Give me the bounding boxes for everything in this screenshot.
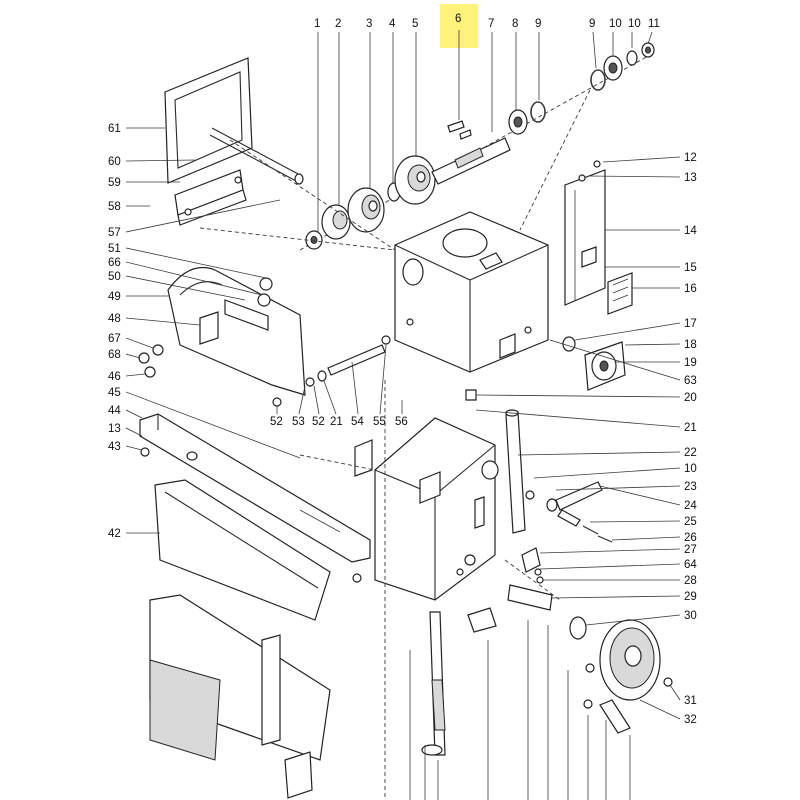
left-callouts: 61 60 59 58 57 51 66 50 49 48 67 68 46 4… (108, 123, 301, 540)
callout-67: 67 (108, 333, 121, 345)
callout-30: 30 (684, 610, 697, 622)
callout-11: 11 (648, 18, 660, 30)
callout-10b: 10 (684, 463, 697, 475)
column-post (505, 409, 526, 534)
callout-15: 15 (684, 262, 697, 274)
callout-57: 57 (108, 227, 121, 239)
callout-12: 12 (684, 152, 697, 164)
callout-3: 3 (366, 18, 372, 30)
middle-callouts: 52 53 52 21 54 55 56 (270, 344, 408, 428)
callout-7: 7 (488, 18, 494, 30)
top-leaders (317, 30, 653, 232)
callout-55: 55 (373, 416, 386, 428)
callout-9a: 9 (535, 18, 541, 30)
callout-54: 54 (351, 416, 364, 428)
callout-43: 43 (108, 441, 121, 453)
lower-shaft (409, 607, 631, 800)
callout-4: 4 (389, 18, 396, 30)
callout-51: 51 (108, 243, 121, 255)
callout-21b: 21 (330, 416, 343, 428)
callout-25: 25 (684, 516, 697, 528)
callout-6: 6 (455, 13, 461, 25)
callout-17: 17 (684, 318, 697, 330)
feed-parts (507, 547, 553, 611)
right-callouts: 12 13 14 15 16 17 18 19 63 20 21 22 10 2… (475, 152, 697, 726)
assembly-dashes (199, 139, 561, 800)
callout-52a: 52 (270, 416, 283, 428)
callout-58: 58 (108, 201, 121, 213)
callout-10b: 10 (628, 18, 641, 30)
callout-32: 32 (684, 714, 697, 726)
upper-housing (394, 211, 549, 373)
callout-60: 60 (108, 156, 121, 168)
callout-46: 46 (108, 371, 121, 383)
callout-9b: 9 (589, 18, 595, 30)
callout-1: 1 (314, 18, 320, 30)
callout-66: 66 (108, 257, 121, 269)
callout-2: 2 (335, 18, 341, 30)
callout-23: 23 (684, 481, 697, 493)
callout-50: 50 (108, 271, 121, 283)
callout-49: 49 (108, 291, 121, 303)
callout-61: 61 (108, 123, 121, 135)
callout-53: 53 (292, 416, 305, 428)
callout-13a: 13 (684, 172, 697, 184)
callout-21a: 21 (684, 422, 697, 434)
callout-45: 45 (108, 387, 121, 399)
callout-27: 27 (684, 544, 697, 556)
spindle-assembly (299, 42, 655, 251)
callout-16: 16 (684, 283, 697, 295)
callout-18: 18 (684, 339, 697, 351)
top-callouts: 1 2 3 4 5 6 7 8 9 9 10 10 11 (314, 13, 660, 30)
callout-48: 48 (108, 313, 121, 325)
callout-26: 26 (684, 532, 697, 544)
callout-29: 29 (684, 591, 697, 603)
callout-24: 24 (684, 500, 697, 512)
callout-31: 31 (684, 695, 697, 707)
guard-assembly (138, 266, 306, 396)
callout-13b: 13 (108, 423, 121, 435)
callout-8: 8 (512, 18, 518, 30)
callout-19: 19 (684, 357, 697, 369)
callout-44: 44 (108, 405, 121, 417)
callout-28: 28 (684, 575, 697, 587)
side-plate (564, 160, 633, 315)
callout-52b: 52 (312, 416, 325, 428)
callout-56: 56 (395, 416, 408, 428)
handwheel (569, 616, 673, 734)
callout-22: 22 (684, 447, 697, 459)
callout-63: 63 (684, 375, 697, 387)
dial-assembly (562, 336, 626, 391)
callout-68: 68 (108, 349, 121, 361)
callout-20: 20 (684, 392, 697, 404)
callout-10a: 10 (609, 18, 622, 30)
callout-5: 5 (412, 18, 418, 30)
motor-frame (164, 57, 304, 226)
callout-14: 14 (684, 225, 697, 237)
column-housing (354, 389, 499, 601)
lever-assembly (525, 481, 613, 543)
fence-assembly (139, 413, 371, 799)
callout-59: 59 (108, 177, 121, 189)
callout-64: 64 (684, 559, 697, 571)
callout-42: 42 (108, 528, 121, 540)
